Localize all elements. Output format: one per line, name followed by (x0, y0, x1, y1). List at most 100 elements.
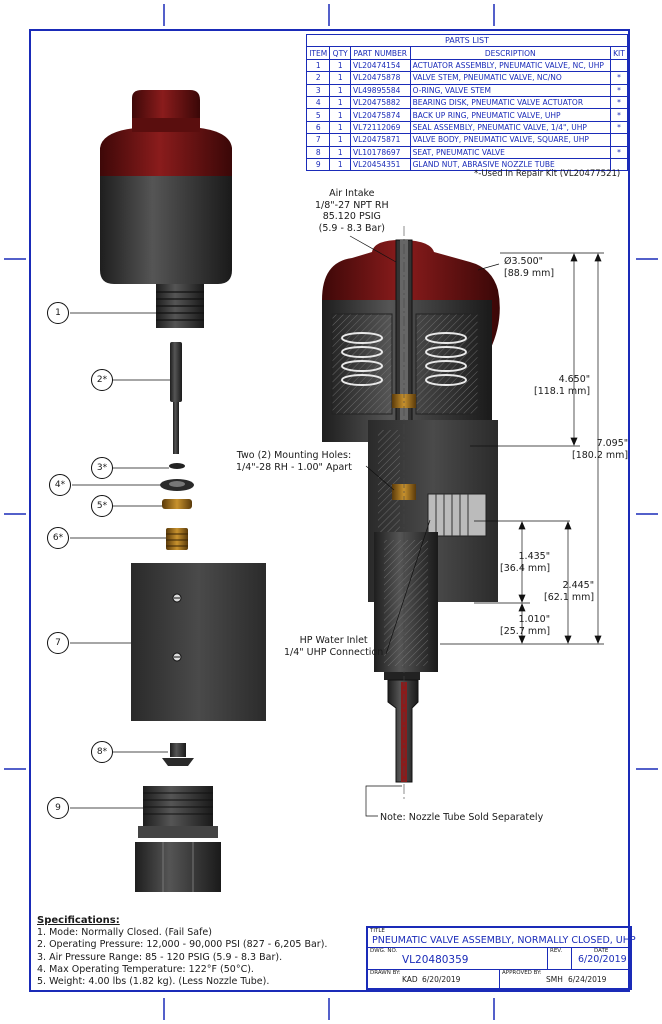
title-block: TITLE PNEUMATIC VALVE ASSEMBLY, NORMALLY… (366, 926, 636, 990)
part-qty: 1 (329, 157, 351, 172)
dim-diameter-in: Ø3.500" (504, 256, 544, 267)
water-inlet-line2: 1/4" UHP Connection (284, 646, 384, 658)
mounting-holes-callout: Two (2) Mounting Holes: 1/4"-28 RH - 1.0… (236, 450, 352, 473)
bearing-disk-part (160, 479, 194, 491)
part-item-no: 7 (305, 133, 331, 147)
part-qty: 1 (329, 83, 351, 97)
rev-label: REV. (550, 948, 563, 954)
drawing-title: PNEUMATIC VALVE ASSEMBLY, NORMALLY CLOSE… (372, 935, 636, 946)
drawn-date: 6/20/2019 (422, 975, 461, 984)
item-balloon: 5* (91, 495, 113, 517)
col-header-qty: QTY (329, 46, 351, 60)
date-label: DATE (594, 948, 609, 954)
item-balloon: 8* (91, 741, 113, 763)
valve-stem-part (170, 342, 182, 454)
air-intake-line4: (5.9 - 8.3 Bar) (318, 222, 385, 234)
drawing-frame (29, 29, 630, 992)
part-qty: 1 (329, 120, 351, 135)
part-item-no: 8 (305, 145, 331, 159)
part-kit-flag (609, 157, 629, 172)
parts-list-table: PARTS LIST ITEM QTY PART NUMBER DESCRIPT… (305, 33, 629, 172)
col-header-part: PART NUMBER (349, 46, 411, 60)
dimension-lines (440, 252, 604, 645)
dim-d2-mm: [180.2 mm] (572, 449, 629, 461)
kit-note: *-Used In Repair Kit (VL20477521) (474, 169, 621, 179)
item-balloon: 3* (91, 457, 113, 479)
dim-2445: 2.445" [62.1 mm] (544, 580, 594, 603)
dim-4650: 4.650" [118.1 mm] (534, 374, 590, 397)
item-balloon: 6* (47, 527, 69, 549)
drawn-label: DRAWN BY: (370, 970, 401, 976)
water-inlet-line1: HP Water Inlet (299, 635, 368, 646)
dim-1435: 1.435" [36.4 mm] (500, 551, 550, 574)
dim-diameter-mm: [88.9 mm] (504, 267, 555, 279)
dwg-no-cell: DWG. NO. VL20480359 (368, 948, 548, 970)
date-cell: DATE 6/20/2019 (572, 948, 630, 970)
mounting-line2: 1/4"-28 RH - 1.00" Apart (236, 461, 352, 473)
dwg-number: VL20480359 (402, 954, 469, 966)
spec-item: 1. Mode: Normally Closed. (Fail Safe) (37, 927, 212, 939)
dim-d4-in: 2.445" (562, 580, 595, 591)
item-balloon: 2* (91, 369, 113, 391)
spec-item: 4. Max Operating Temperature: 122°F (50°… (37, 963, 254, 975)
dim-d5-mm: [25.7 mm] (500, 625, 551, 637)
item-balloon: 7 (47, 632, 69, 654)
spec-item: 5. Weight: 4.00 lbs (1.82 kg). (Less Noz… (37, 976, 270, 988)
title-cell: TITLE PNEUMATIC VALVE ASSEMBLY, NORMALLY… (368, 928, 636, 948)
part-qty: 1 (329, 145, 351, 159)
dim-d1-in: 4.650" (558, 374, 591, 385)
callout-leaders (349, 235, 431, 817)
seat-part (162, 743, 194, 766)
part-kit-flag: * (609, 120, 629, 135)
dim-d3-mm: [36.4 mm] (500, 562, 551, 574)
actuator-assembly-part (100, 90, 232, 328)
dim-1010: 1.010" [25.7 mm] (500, 614, 550, 637)
item-balloon: 9 (47, 797, 69, 819)
dim-d2-in: 7.095" (596, 438, 629, 449)
part-number: VL20475871 (349, 133, 411, 147)
drawn-by: KAD (402, 975, 418, 984)
item-balloon: 4* (49, 474, 71, 496)
seal-assembly-part (166, 528, 188, 550)
approved-label: APPROVED BY: (502, 970, 542, 976)
section-view (322, 226, 500, 800)
item-balloon: 1 (47, 302, 69, 324)
col-header-kit: KIT (609, 46, 629, 60)
dim-d4-mm: [62.1 mm] (544, 591, 595, 603)
dim-d3-in: 1.435" (518, 551, 551, 562)
water-inlet-callout: HP Water Inlet 1/4" UHP Connection (284, 635, 383, 658)
rev-cell: REV. (548, 948, 572, 970)
mounting-line1: Two (2) Mounting Holes: (236, 450, 352, 461)
date-value: 6/20/2019 (578, 954, 627, 965)
title-label: TITLE (370, 928, 385, 934)
part-kit-flag: * (609, 145, 629, 159)
dim-d5-in: 1.010" (518, 614, 551, 625)
part-kit-flag: * (609, 95, 629, 110)
parts-list-title: PARTS LIST (306, 33, 628, 48)
part-item-no: 6 (305, 120, 331, 135)
drawn-by-cell: DRAWN BY: KAD 6/20/2019 (368, 970, 500, 988)
dim-diameter: Ø3.500" [88.9 mm] (504, 256, 554, 279)
col-header-item: ITEM (305, 46, 331, 60)
part-qty: 1 (329, 95, 351, 110)
air-intake-callout: Air Intake 1/8"-27 NPT RH 85.120 PSIG (5… (315, 188, 389, 234)
air-intake-line1: Air Intake (329, 188, 375, 199)
approved-by: SMH (546, 975, 563, 984)
dim-d1-mm: [118.1 mm] (534, 385, 591, 397)
part-kit-flag (609, 133, 629, 147)
specifications-heading: Specifications: (37, 915, 120, 926)
water-inlet-thread (427, 493, 487, 537)
part-qty: 1 (329, 133, 351, 147)
balloon-leaders (70, 312, 170, 809)
backup-ring-part (162, 499, 192, 509)
spec-item: 2. Operating Pressure: 12,000 - 90,000 P… (37, 939, 328, 951)
spec-item: 3. Air Pressure Range: 85 - 120 PSIG (5.… (37, 951, 283, 963)
